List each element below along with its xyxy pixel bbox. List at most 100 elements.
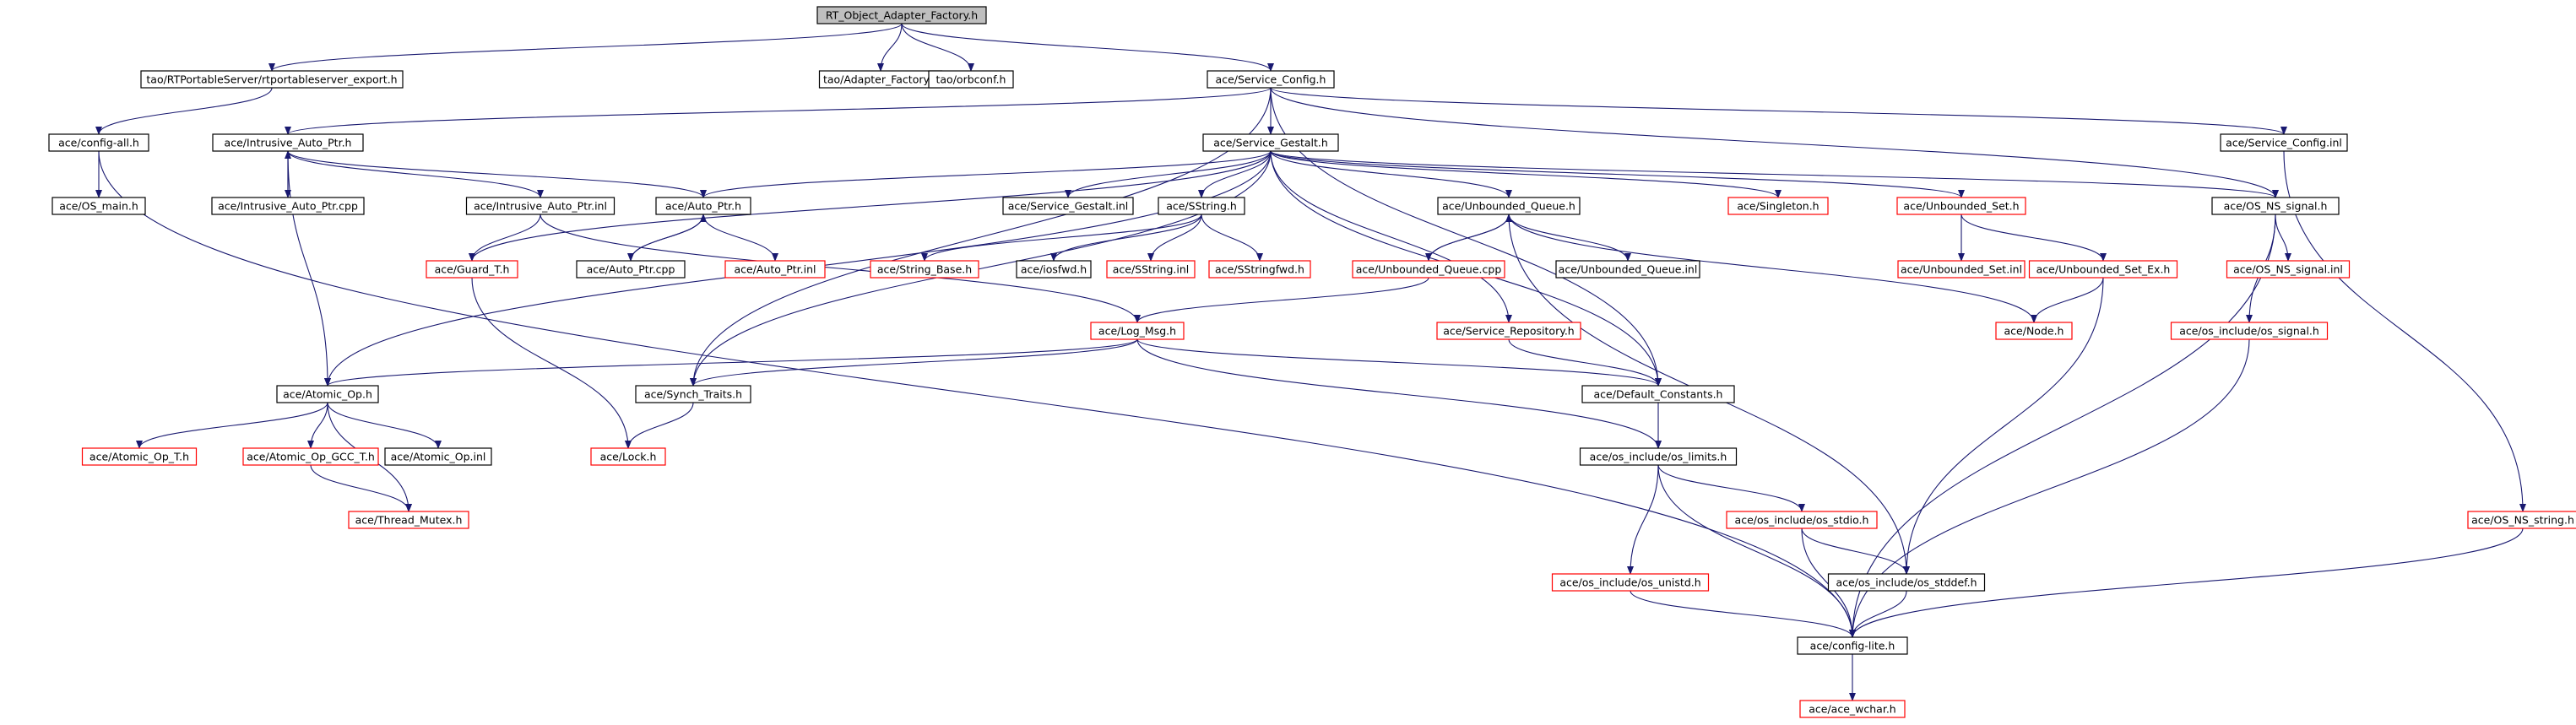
node-iapinl[interactable]: ace/Intrusive_Auto_Ptr.inl [465,197,616,215]
edge-logmsg-to-atomicop [324,338,1138,387]
node-rtexp[interactable]: tao/RTPortableServer/rtportableserver_ex… [140,70,404,89]
node-node[interactable]: ace/Node.h [1995,322,2073,340]
node-label: ace/Service_Repository.h [1443,325,1574,338]
node-autoptrinl[interactable]: ace/Auto_Ptr.inl [724,260,826,279]
node-osnssignal[interactable]: ace/OS_NS_signal.h [2211,197,2340,215]
node-unbset[interactable]: ace/Unbounded_Set.h [1896,197,2026,215]
edge-svcgestalt-to-svcgestaltinl [1065,150,1272,198]
node-sstringfwd[interactable]: ace/SStringfwd.h [1208,260,1311,279]
node-atomicgcc[interactable]: ace/Atomic_Op_GCC_T.h [242,447,379,466]
node-label: ace/Unbounded_Set.h [1903,200,2019,213]
node-box [465,197,616,215]
node-stringbase[interactable]: ace/String_Base.h [870,260,979,279]
node-root[interactable]: RT_Object_Adapter_Factory.h [816,6,987,24]
node-box [1158,197,1245,215]
node-ossignal[interactable]: ace/os_include/os_signal.h [2170,322,2329,340]
node-threadmutex[interactable]: ace/Thread_Mutex.h [348,511,469,529]
node-label: tao/RTPortableServer/rtportableserver_ex… [146,73,397,86]
node-singleton[interactable]: ace/Singleton.h [1727,197,1829,215]
node-box [655,197,751,215]
node-iosfwd[interactable]: ace/iosfwd.h [1016,260,1092,279]
node-atomicop[interactable]: ace/Atomic_Op.h [276,385,379,403]
node-lock[interactable]: ace/Lock.h [590,447,666,466]
edge-osstdio-to-osstddef [1801,528,1910,575]
node-osnsstring[interactable]: ace/OS_NS_string.h [2467,511,2576,529]
edge-svccfg-to-iap [285,87,1272,135]
edge-unbsetex-to-node [2031,277,2104,323]
edge-atomicop-to-atomicopt [136,402,328,449]
node-adfac[interactable]: tao/Adapter_Factory.h [818,70,943,89]
node-acewchar[interactable]: ace/ace_wchar.h [1799,700,1906,718]
node-label: ace/Service_Gestalt.h [1213,137,1328,149]
node-label: ace/config-all.h [58,137,139,149]
node-sstringinl[interactable]: ace/SString.inl [1106,260,1196,279]
node-synchtraits[interactable]: ace/Synch_Traits.h [635,385,751,403]
node-guardt[interactable]: ace/Guard_T.h [426,260,518,279]
node-label: ace/SStringfwd.h [1215,263,1304,276]
node-sstring[interactable]: ace/SString.h [1158,197,1245,215]
node-label: ace/String_Base.h [877,263,972,276]
node-box [2467,511,2576,529]
node-iap[interactable]: ace/Intrusive_Auto_Ptr.h [212,133,364,152]
node-svcrepo[interactable]: ace/Service_Repository.h [1436,322,1581,340]
node-label: ace/Lock.h [600,451,657,463]
node-box [242,447,379,466]
node-unbsetinl[interactable]: ace/Unbounded_Set.inl [1897,260,2026,279]
node-box [1896,197,2026,215]
node-box [816,6,987,24]
node-svcgestaltinl[interactable]: ace/Service_Gestalt.inl [1002,197,1134,215]
node-box [1579,447,1738,466]
edge-osnssignal-to-osnssignalinl [2275,214,2291,262]
edge-root-to-rtexp [268,23,903,72]
node-iapcpp[interactable]: ace/Intrusive_Auto_Ptr.cpp [211,197,365,215]
node-box [384,447,492,466]
node-osstdio[interactable]: ace/os_include/os_stdio.h [1726,511,1878,529]
node-label: ace/Singleton.h [1737,200,1819,213]
node-atomicopinl[interactable]: ace/Atomic_Op.inl [384,447,492,466]
edge-svcgestalt-to-unbq [1270,150,1512,198]
node-osnssignalinl[interactable]: ace/OS_NS_signal.inl [2226,260,2351,279]
node-svcgestalt[interactable]: ace/Service_Gestalt.h [1202,133,1339,152]
edge-autoptrcpp-to-autoptr [630,214,707,262]
node-osstddef[interactable]: ace/os_include/os_stddef.h [1827,573,1986,592]
node-label: ace/os_include/os_unistd.h [1559,576,1700,589]
edge-svcgestalt-to-guardt [469,150,1272,262]
edge-oslimits-to-osunistd [1627,464,1659,575]
node-label: ace/Auto_Ptr.cpp [587,263,675,276]
node-cfglite[interactable]: ace/config-lite.h [1797,636,1908,655]
node-box [2226,260,2351,279]
node-osmain[interactable]: ace/OS_main.h [52,197,146,215]
node-orbconf[interactable]: tao/orbconf.h [928,70,1014,89]
node-cfgall[interactable]: ace/config-all.h [48,133,149,152]
edge-atomicgcc-to-threadmutex [310,464,412,512]
node-atomicopt[interactable]: ace/Atomic_Op_T.h [81,447,198,466]
node-svccfg[interactable]: ace/Service_Config.h [1207,70,1335,89]
node-unbsetex[interactable]: ace/Unbounded_Set_Ex.h [2028,260,2178,279]
node-unbqinl[interactable]: ace/Unbounded_Queue.inl [1555,260,1700,279]
node-logmsg[interactable]: ace/Log_Msg.h [1090,322,1185,340]
node-unbqcpp[interactable]: ace/Unbounded_Queue.cpp [1352,260,1505,279]
edge-iap-to-iapinl [287,150,544,198]
node-box [1106,260,1196,279]
node-svccfginl[interactable]: ace/Service_Config.inl [2220,133,2348,152]
node-box [2028,260,2178,279]
node-unbq[interactable]: ace/Unbounded_Queue.h [1437,197,1581,215]
edge-sstring-to-stringbase [921,214,1202,262]
node-autoptr[interactable]: ace/Auto_Ptr.h [655,197,751,215]
node-box [870,260,979,279]
edge-svcgestalt-to-autoptr [700,150,1272,198]
node-oslimits[interactable]: ace/os_include/os_limits.h [1579,447,1738,466]
node-box [2170,322,2329,340]
node-autoptrcpp[interactable]: ace/Auto_Ptr.cpp [576,260,686,279]
node-osunistd[interactable]: ace/os_include/os_unistd.h [1551,573,1710,592]
edge-unbq-to-node [1508,214,2037,323]
node-label: ace/os_include/os_stdio.h [1735,514,1869,527]
edge-oslimits-to-cfglite [1657,464,1856,638]
node-label: RT_Object_Adapter_Factory.h [826,9,978,22]
node-label: ace/Synch_Traits.h [644,388,742,401]
node-label: ace/Guard_T.h [435,263,510,276]
edge-iapinl-to-logmsg [540,214,1141,323]
edge-unbsetex-to-osstddef [1903,277,2104,575]
node-defconst[interactable]: ace/Default_Constants.h [1581,385,1735,403]
node-label: tao/orbconf.h [936,73,1006,86]
